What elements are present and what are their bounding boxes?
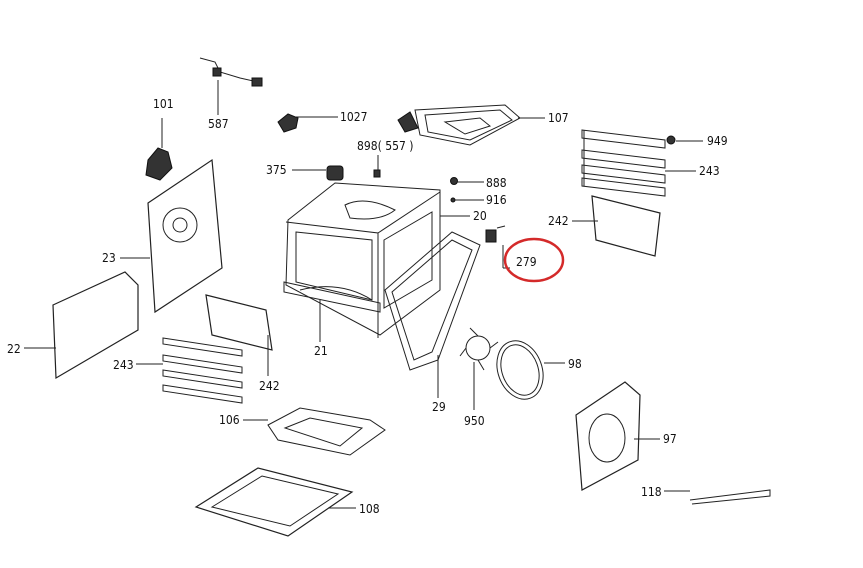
label-949: 949 — [707, 134, 728, 148]
part-950-fan — [459, 327, 499, 371]
part-118-sensor — [689, 489, 771, 505]
part-23-back-panel — [147, 158, 223, 314]
label-22: 22 — [7, 342, 21, 356]
label-107: 107 — [548, 111, 569, 125]
part-279-thermostat-probe — [485, 225, 510, 269]
label-101: 101 — [153, 97, 174, 111]
part-243-right-rack — [581, 129, 676, 197]
label-20: 20 — [473, 209, 487, 223]
label-242-right: 242 — [548, 214, 569, 228]
part-29-door-seal — [384, 231, 481, 371]
part-242-side-panel — [591, 195, 661, 257]
label-888: 888 — [486, 176, 507, 190]
part-106-bottom-element — [267, 407, 386, 456]
part-243-left-rack — [162, 337, 243, 404]
part-21-heating-element — [283, 281, 381, 313]
label-950: 950 — [464, 414, 485, 428]
label-118: 118 — [641, 485, 662, 499]
part-888 — [450, 177, 458, 185]
part-916 — [450, 197, 456, 203]
label-23: 23 — [102, 251, 116, 265]
highlight-circle-279 — [503, 237, 565, 283]
part-97-fan-cover — [575, 381, 641, 491]
leader-lines — [24, 80, 703, 509]
label-243-right: 243 — [699, 164, 720, 178]
label-97: 97 — [663, 432, 677, 446]
label-29: 29 — [432, 400, 446, 414]
part-108-bottom-plate — [194, 467, 354, 537]
part-98-ring-inner — [500, 344, 540, 396]
label-898: 898( 557 ) — [357, 139, 413, 153]
part-107-grill-element — [397, 104, 521, 146]
label-375: 375 — [266, 163, 287, 177]
label-21: 21 — [314, 344, 328, 358]
part-22-insulation — [52, 271, 139, 380]
label-587: 587 — [208, 117, 229, 131]
label-279: 279 — [516, 255, 537, 269]
part-20-oven-cavity — [285, 182, 441, 338]
label-1027: 1027 — [340, 110, 367, 124]
part-898 — [373, 169, 381, 178]
part-587-cable — [199, 57, 263, 87]
label-916: 916 — [486, 193, 507, 207]
label-98: 98 — [568, 357, 582, 371]
label-108: 108 — [359, 502, 380, 516]
label-106: 106 — [219, 413, 240, 427]
label-242-left: 242 — [259, 379, 280, 393]
part-242-left-panel — [205, 294, 273, 351]
part-1027-switch — [277, 113, 299, 133]
part-101-thermostat — [145, 118, 173, 181]
part-375-lamp — [326, 165, 344, 181]
part-98-ring-element — [496, 340, 544, 400]
label-243-left: 243 — [113, 358, 134, 372]
